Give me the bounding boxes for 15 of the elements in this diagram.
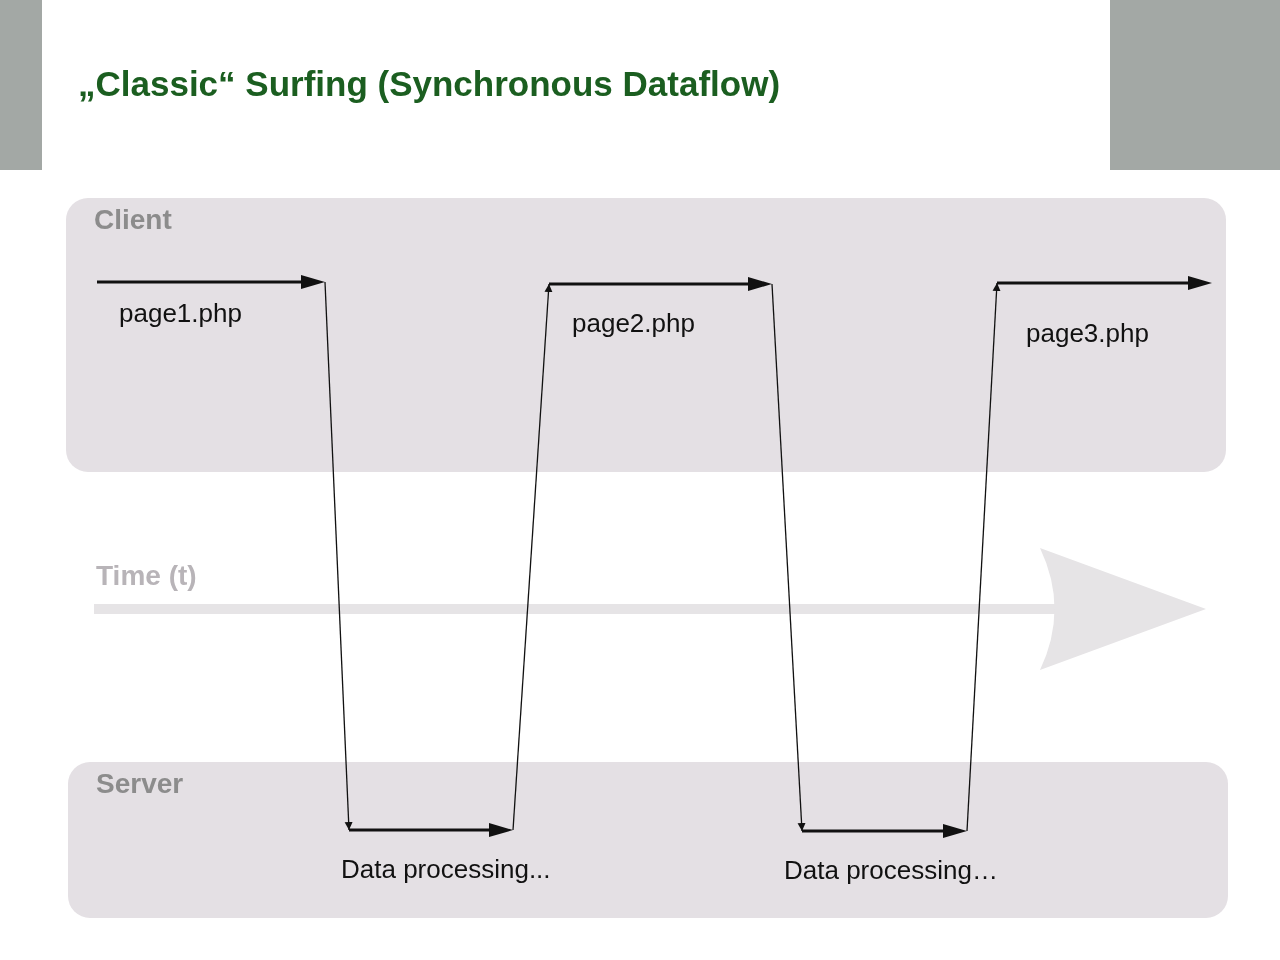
axis-label: Time (t) — [96, 560, 197, 592]
arrow — [324, 281, 353, 831]
arrow — [966, 282, 1001, 832]
arrow — [771, 283, 806, 832]
step-label: page1.php — [119, 298, 242, 329]
arrow — [512, 283, 553, 831]
lane-band — [66, 198, 1226, 472]
step-label: page2.php — [572, 308, 695, 339]
step-label: Data processing... — [341, 854, 551, 885]
lane-band — [68, 762, 1228, 918]
lane-label: Client — [94, 204, 172, 236]
step-label: Data processing… — [784, 855, 998, 886]
slide-title: „Classic“ Surfing (Synchronous Dataflow) — [78, 64, 781, 104]
step-label: page3.php — [1026, 318, 1149, 349]
lane-label: Server — [96, 768, 184, 800]
